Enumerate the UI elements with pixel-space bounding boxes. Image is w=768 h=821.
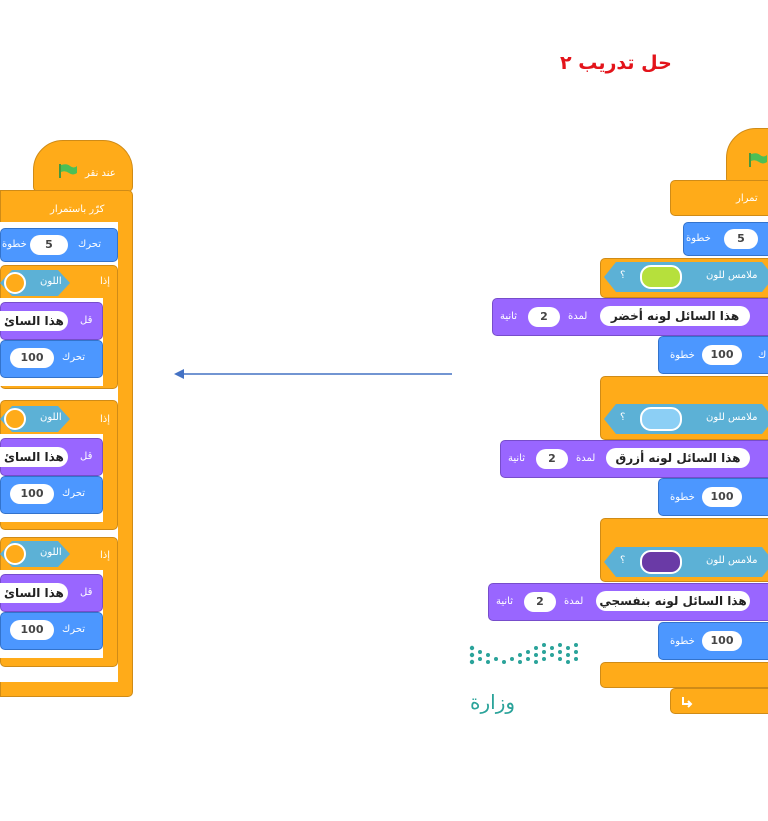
green-flag-icon bbox=[59, 164, 77, 178]
left-move-steps[interactable]: 5 bbox=[30, 235, 68, 255]
right-say-purple-text[interactable]: هذا السائل لونه بنفسجي bbox=[596, 591, 750, 611]
logo-text: وزارة bbox=[470, 690, 516, 714]
right-touching-purple[interactable] bbox=[604, 547, 768, 577]
right-move100-block-2[interactable] bbox=[658, 478, 768, 516]
right-touching-green[interactable] bbox=[604, 262, 768, 292]
right-say-green-text[interactable]: هذا السائل لونه أخضر bbox=[600, 306, 750, 326]
page-title: حل تدريب ٢ bbox=[560, 52, 672, 74]
left-hat-block[interactable] bbox=[33, 140, 133, 192]
loop-arrow-icon bbox=[682, 697, 693, 708]
left-hat-label: عند نقر bbox=[85, 168, 116, 179]
ministry-logo bbox=[469, 643, 578, 665]
left-swatch-3[interactable] bbox=[4, 543, 26, 565]
right-touching-blue[interactable] bbox=[604, 404, 768, 434]
left-forever-label: كرّر باستمرار bbox=[50, 204, 105, 215]
left-swatch-1[interactable] bbox=[4, 272, 26, 294]
right-forever-end[interactable] bbox=[670, 688, 768, 714]
right-say-blue-text[interactable]: هذا السائل لونه أزرق bbox=[606, 448, 750, 468]
right-swatch-green[interactable] bbox=[640, 265, 682, 289]
arrow-left-icon bbox=[174, 369, 452, 379]
right-swatch-blue[interactable] bbox=[640, 407, 682, 431]
left-swatch-2[interactable] bbox=[4, 408, 26, 430]
green-flag-icon bbox=[749, 153, 767, 167]
right-swatch-purple[interactable] bbox=[640, 550, 682, 574]
right-forever-block[interactable] bbox=[670, 180, 768, 216]
right-forever-bottom[interactable] bbox=[600, 662, 768, 688]
